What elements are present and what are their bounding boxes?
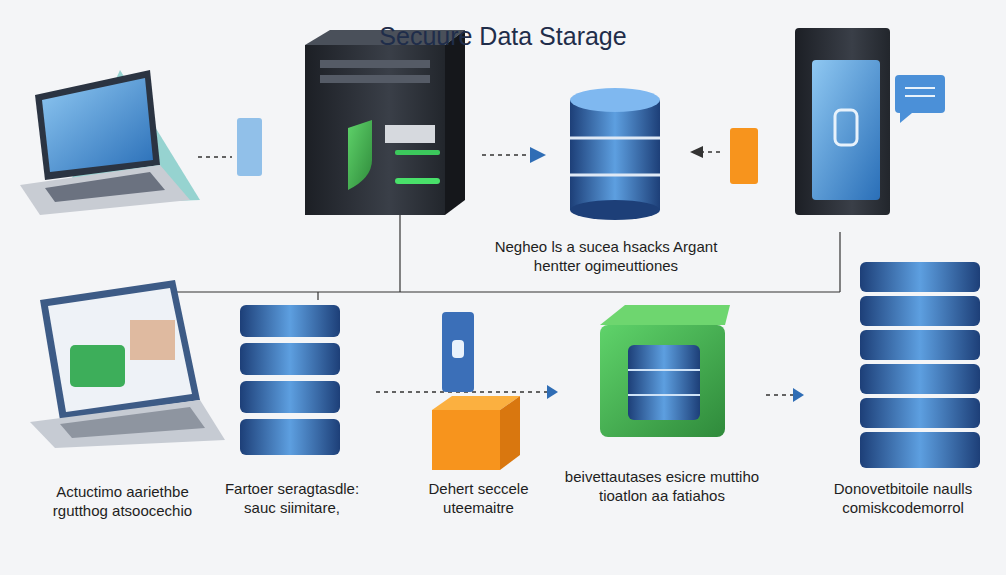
- diagram-title: Secuure Data Starage: [0, 22, 1006, 51]
- arrow-head: [793, 388, 804, 402]
- connector-line: [766, 394, 793, 396]
- icon-caption: Donovetbitoile naulls comiskcodemorrol: [808, 480, 998, 518]
- icon-caption: Actuctimo aariethbe rgutthog atsoocechio: [38, 483, 208, 521]
- icon-node: Actuctimo aariethbe rgutthog atsoocechio: [20, 280, 225, 525]
- icon-caption: Dehert seccele uteemaitre: [416, 480, 541, 518]
- icon-caption: Negheo ls a sucea hsacks Argant hentter …: [481, 238, 731, 276]
- icon-caption: Fartoer seragtasdle: sauc siimitare,: [212, 480, 372, 518]
- icon-node: Dehert seccele uteemaitre: [412, 395, 545, 522]
- icon-node: Fartoer seragtasdle: sauc siimitare,: [208, 300, 376, 522]
- icon-caption: beivettautases esicre muttiho tioatlon a…: [562, 468, 762, 506]
- dashed-arrow: [766, 388, 804, 402]
- icon-node: beivettautases esicre muttiho tioatlon a…: [558, 305, 766, 510]
- icon-node: Donovetbitoile naulls comiskcodemorrol: [804, 255, 1002, 522]
- arrow-head: [547, 385, 558, 399]
- icon-node: Negheo ls a sucea hsacks Argant hentter …: [477, 90, 735, 280]
